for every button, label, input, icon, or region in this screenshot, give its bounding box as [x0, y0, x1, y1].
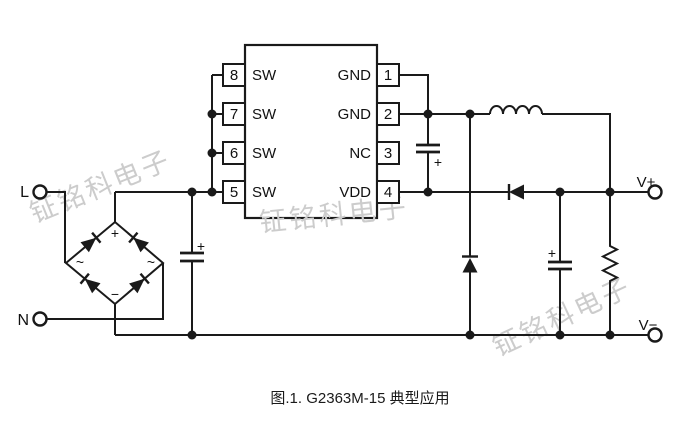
capacitor-polarity: + [197, 238, 205, 254]
capacitor-polarity: + [434, 154, 442, 170]
pin5-box [222, 180, 246, 204]
pin2-number: 2 [384, 106, 392, 123]
bridge-ac-symbol: ~ [76, 254, 84, 270]
pin8-number: 8 [230, 67, 238, 84]
terminal-label-l: L [20, 184, 29, 201]
terminal-v-plus: V+ [637, 174, 663, 200]
junction-dots [187, 109, 615, 340]
freewheel-diode [462, 255, 478, 273]
terminal-label-n: N [17, 312, 29, 329]
bridge-diode-icon [129, 278, 145, 294]
inductor-icon [489, 105, 543, 115]
terminal-circle-icon [647, 184, 663, 200]
inductor [489, 105, 543, 115]
pin7-number: 7 [230, 106, 238, 123]
terminal-circle-icon [32, 311, 48, 327]
pin5-number: 5 [230, 184, 238, 201]
terminal-circle-icon [647, 327, 663, 343]
pin6-box [222, 141, 246, 165]
pin4-number: 4 [384, 184, 392, 201]
pin3-box [376, 141, 400, 165]
pin8-box [222, 63, 246, 87]
output-capacitor: + [548, 245, 572, 271]
figure-caption: 图.1. G2363M-15 典型应用 [270, 389, 449, 407]
bridge-plus-symbol: + [111, 225, 119, 241]
diode-icon [462, 258, 478, 273]
resistor-icon [600, 192, 620, 335]
pin7-label: SW [252, 106, 277, 123]
bridge-diode-icon [133, 237, 149, 253]
terminal-v-minus: V− [639, 317, 663, 343]
pin8-label: SW [252, 67, 277, 84]
pin3-number: 3 [384, 145, 392, 162]
bridge-rectifier: + − ~ ~ [76, 225, 155, 302]
capacitor-polarity: + [548, 245, 556, 261]
pin3-label: NC [349, 145, 371, 162]
ic-g2363m: 8 7 6 5 1 2 3 4 SW SW SW SW GND GND NC V… [222, 63, 400, 204]
bridge-ac-symbol: ~ [147, 254, 155, 270]
load-resistor [600, 192, 620, 335]
vdd-capacitor: + [416, 143, 442, 170]
pin1-number: 1 [384, 67, 392, 84]
bridge-diode-icon [80, 237, 97, 253]
pin4-label: VDD [339, 184, 371, 201]
pin4-box [376, 180, 400, 204]
watermark-text: 钲铭科电子 [488, 272, 637, 363]
terminal-label-vminus: V− [639, 317, 658, 334]
pin2-label: GND [338, 106, 372, 123]
bridge-minus-symbol: − [111, 286, 119, 302]
pin1-box [376, 63, 400, 87]
ic-body [243, 43, 379, 220]
diode-icon [509, 184, 524, 200]
terminal-circle-icon [32, 184, 48, 200]
pin6-label: SW [252, 145, 277, 162]
terminal-label-vplus: V+ [637, 174, 656, 191]
pin5-label: SW [252, 184, 277, 201]
bridge-diode-icon [84, 278, 101, 294]
terminal-live: L [20, 184, 48, 201]
pin6-number: 6 [230, 145, 238, 162]
blocking-diode [507, 184, 524, 200]
terminal-neutral: N [17, 311, 48, 329]
pin7-box [222, 102, 246, 126]
pin1-label: GND [338, 67, 372, 84]
watermark-text: 钲铭科电子 [25, 145, 175, 229]
bulk-capacitor: + [180, 238, 205, 263]
pin2-box [376, 102, 400, 126]
